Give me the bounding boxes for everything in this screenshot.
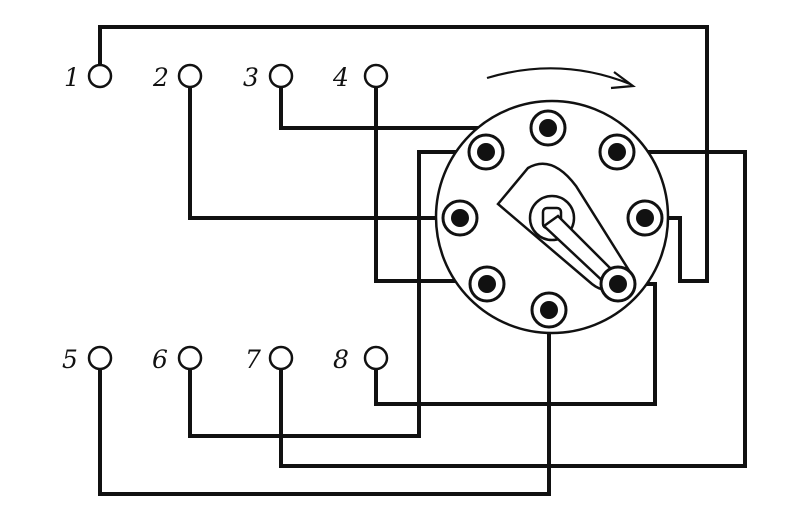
wire-3 xyxy=(279,85,550,130)
cap-contact-upper-right xyxy=(598,133,636,171)
terminal-label-2: 2 xyxy=(152,63,169,92)
rotation-arrow-icon xyxy=(486,67,636,90)
wire-2 xyxy=(188,85,462,220)
terminal-5: 5 xyxy=(62,345,113,374)
terminal-7: 7 xyxy=(245,345,294,374)
cap-contact-left xyxy=(441,199,479,237)
terminal-ring-6 xyxy=(177,345,203,371)
distributor xyxy=(434,67,670,335)
terminal-label-4: 4 xyxy=(332,63,349,92)
cap-contact-lower-left xyxy=(468,265,506,303)
wires xyxy=(98,25,747,496)
terminal-8: 8 xyxy=(333,345,389,374)
terminal-label-3: 3 xyxy=(243,63,259,92)
terminal-ring-8 xyxy=(363,345,389,371)
cap-contact-right xyxy=(626,199,664,237)
terminal-ring-3 xyxy=(268,63,294,89)
terminal-2: 2 xyxy=(152,63,203,92)
terminal-ring-5 xyxy=(87,345,113,371)
wire-1 xyxy=(98,25,709,283)
terminal-label-5: 5 xyxy=(62,345,78,374)
terminals: 1 2 3 4 5 6 7 8 xyxy=(62,63,389,374)
cap-contact-lower-right xyxy=(599,265,637,303)
terminal-ring-7 xyxy=(268,345,294,371)
terminal-label-8: 8 xyxy=(333,345,349,374)
terminal-4: 4 xyxy=(332,63,389,92)
terminal-label-1: 1 xyxy=(64,63,80,92)
cap-contact-top xyxy=(529,109,567,147)
terminal-label-6: 6 xyxy=(152,345,168,374)
terminal-3: 3 xyxy=(243,63,294,92)
wire-7 xyxy=(279,150,747,468)
wire-4 xyxy=(374,85,489,283)
cap-contact-bottom xyxy=(530,291,568,329)
terminal-1: 1 xyxy=(64,63,113,92)
wire-6 xyxy=(188,150,488,438)
terminal-6: 6 xyxy=(152,345,203,374)
terminal-ring-4 xyxy=(363,63,389,89)
terminal-ring-1 xyxy=(87,63,113,89)
terminal-label-7: 7 xyxy=(245,345,261,374)
cap-contact-upper-left xyxy=(467,133,505,171)
terminal-ring-2 xyxy=(177,63,203,89)
